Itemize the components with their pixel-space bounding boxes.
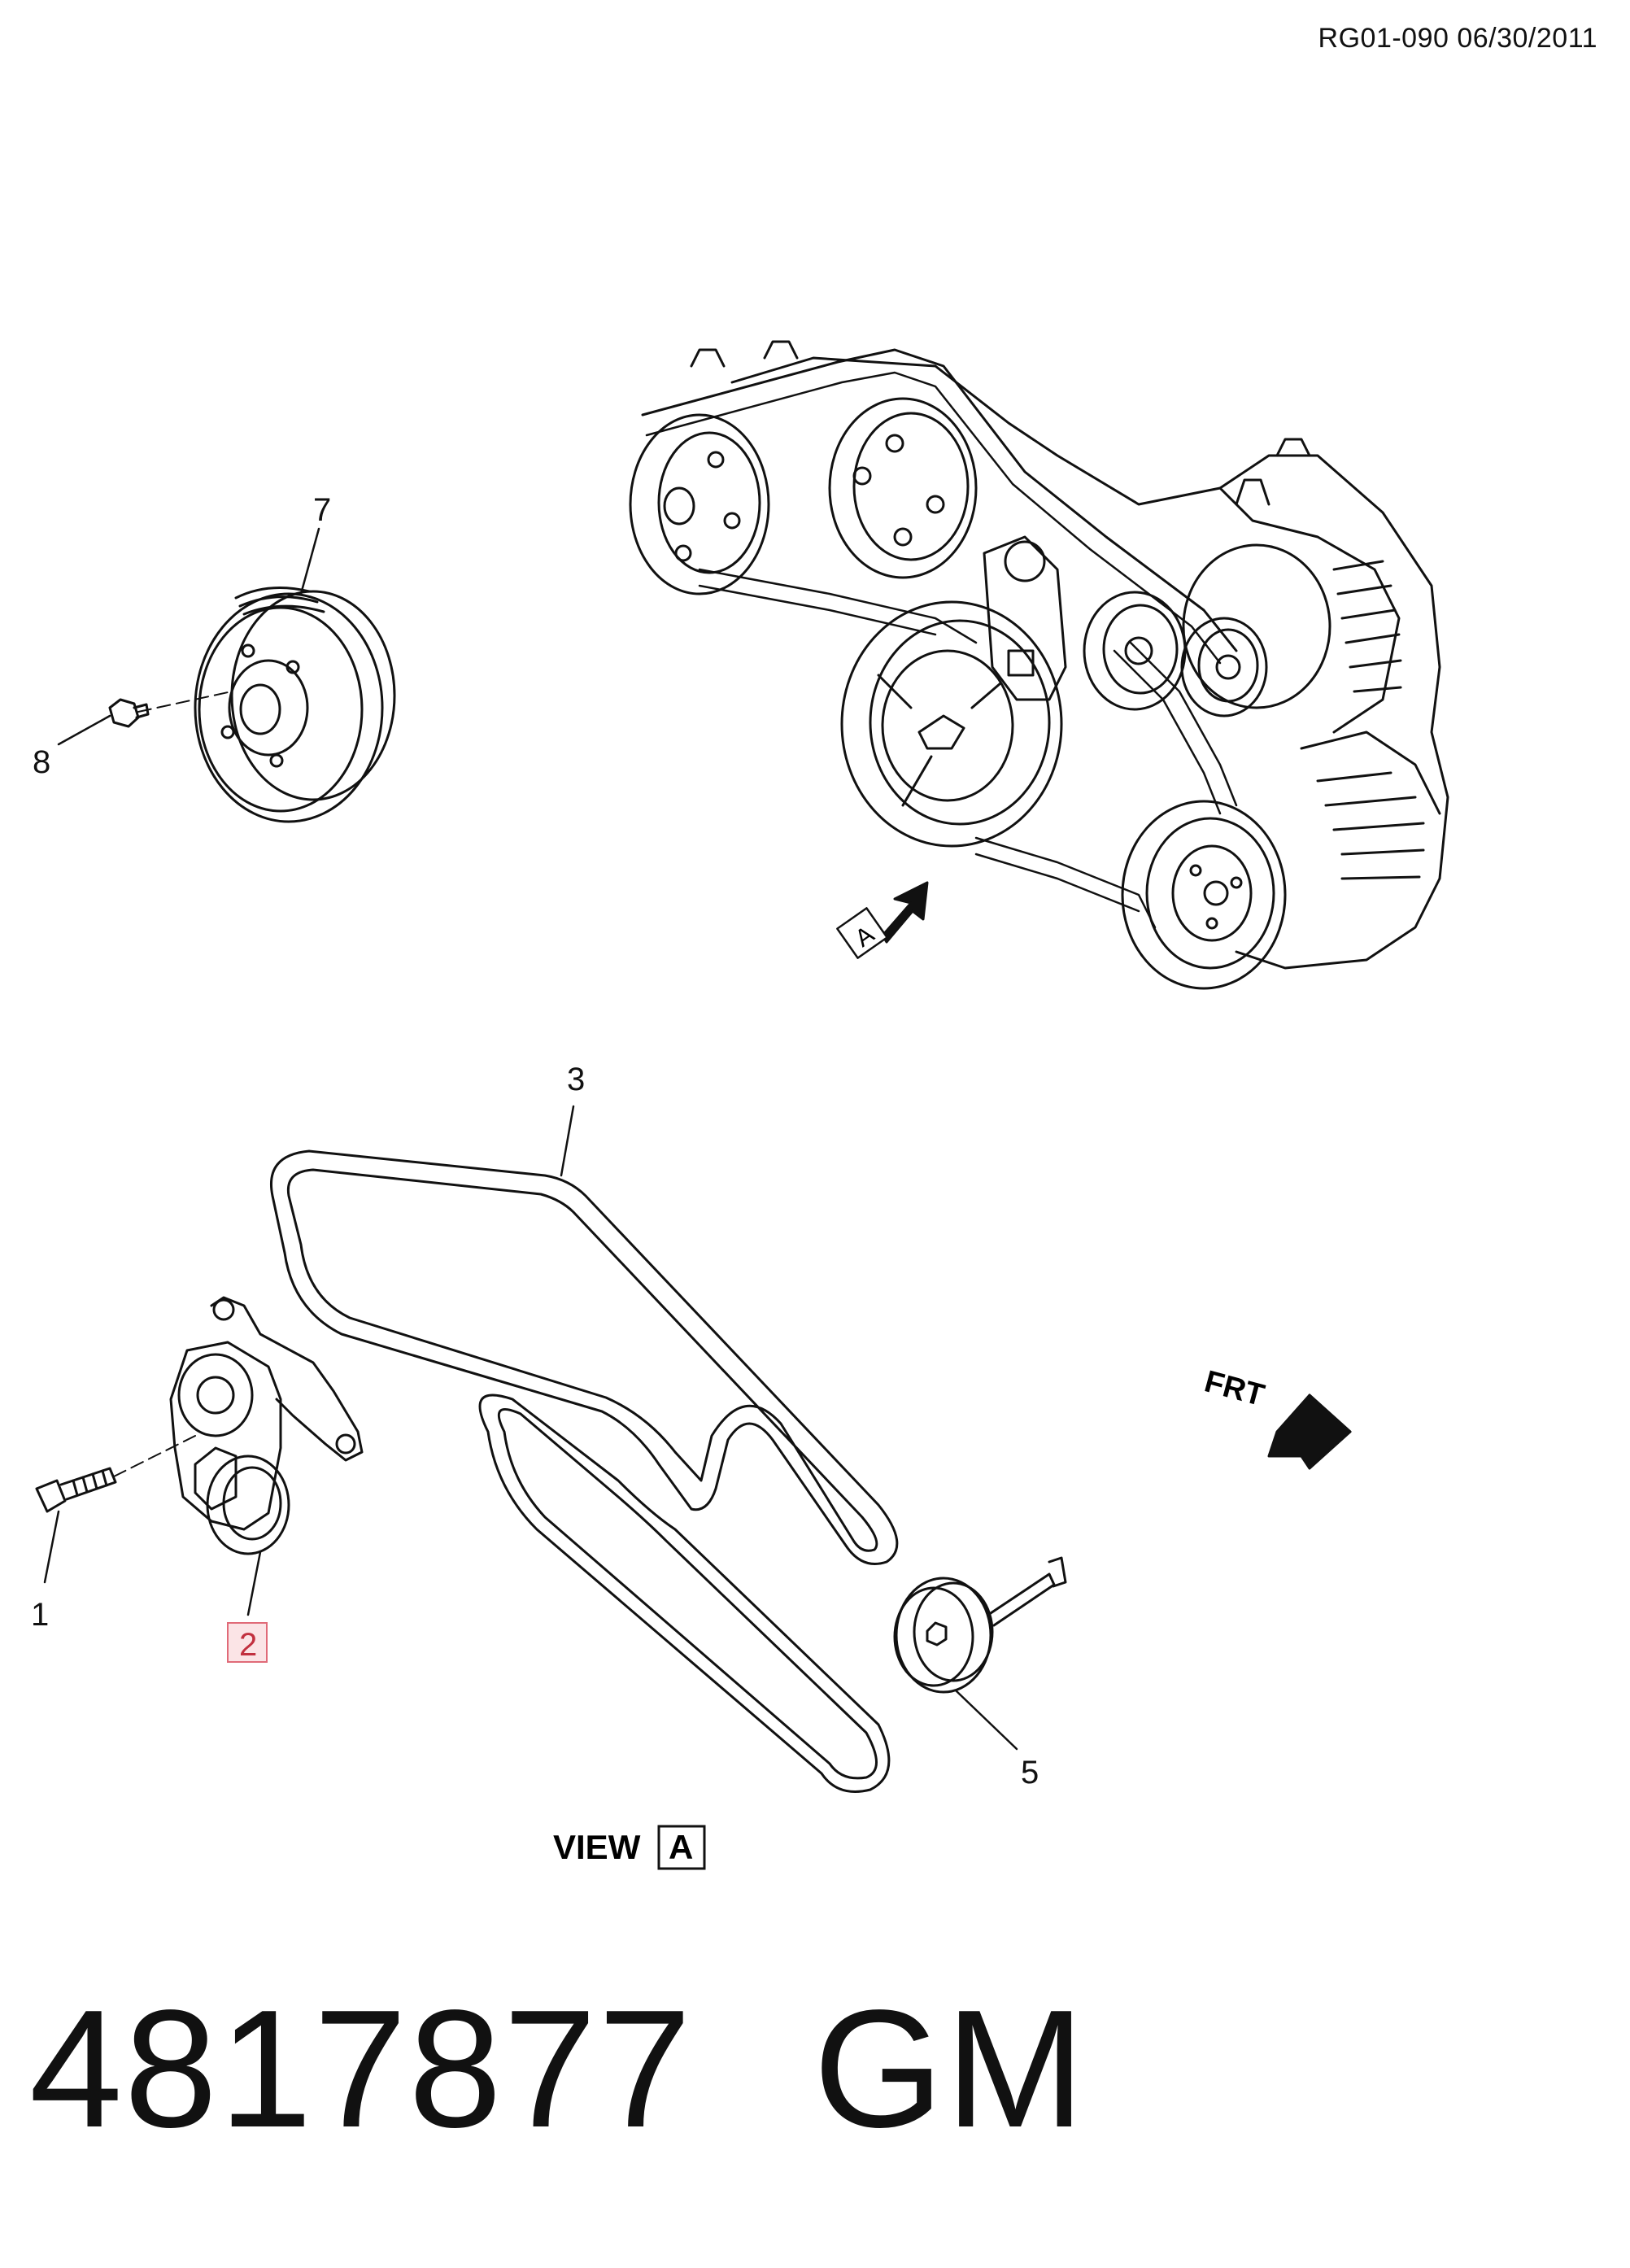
view-a-arrow [836,881,929,959]
leader-5 [954,1689,1018,1751]
part-number: 4817877 [29,1975,693,2162]
callout-7[interactable]: 7 [313,492,331,528]
callout-3[interactable]: 3 [567,1062,585,1097]
view-letter-box [657,1825,706,1870]
idler-pulley-5 [893,1556,1067,1694]
belt-tensioner-2 [169,1296,364,1555]
front-arrow [1267,1394,1352,1470]
drawing-reference: RG01-090 06/30/2011 [1318,23,1597,54]
brand-name: GM [813,1975,1087,2162]
callout-1[interactable]: 1 [31,1597,49,1633]
callout-5[interactable]: 5 [1021,1755,1039,1790]
view-letter: A [669,1828,693,1866]
engine-assembly [629,340,1449,990]
leader-8 [57,714,111,746]
bolt-8 [108,698,150,728]
callout-2[interactable]: 2 [239,1627,257,1663]
view-label: VIEW [553,1828,641,1866]
leader-7 [299,527,320,595]
selected-callout-box[interactable] [227,1622,268,1663]
idler-pulley-7 [194,587,396,823]
callout-8[interactable]: 8 [33,744,50,780]
leader-lines [43,527,1018,1751]
front-arrow-label: FRT [1201,1364,1267,1413]
serpentine-belt-3 [270,1149,899,1793]
bolt-1 [35,1467,117,1513]
pulley-7-center-line [137,691,233,713]
tensioner-center-line [113,1435,196,1477]
leader-3 [560,1105,575,1177]
leader-2 [246,1551,262,1616]
leader-1 [43,1510,60,1584]
